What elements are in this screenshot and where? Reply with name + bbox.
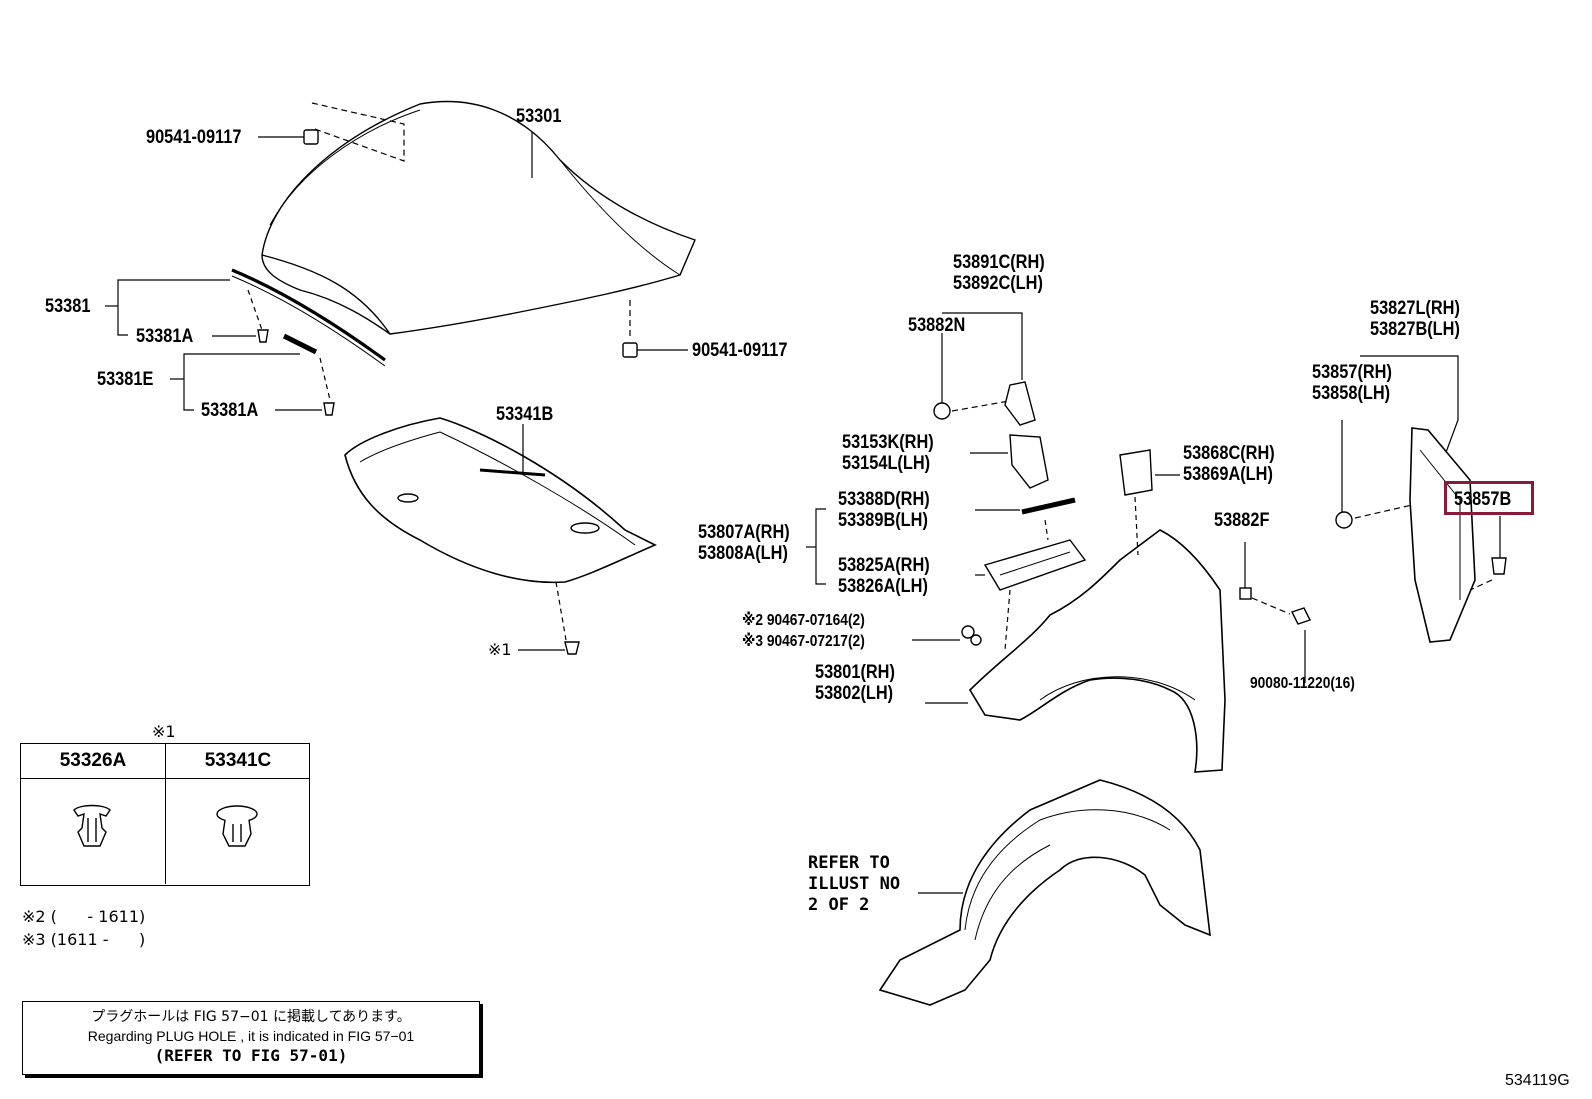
label-seal-clip-a2: 53381A	[201, 400, 259, 421]
label-lh-826: 53826A(LH)	[838, 576, 928, 597]
hood-insulator[interactable]	[344, 417, 657, 584]
hood-cushion-right-icon[interactable]	[622, 342, 638, 358]
figure-id: 534119G	[1505, 1072, 1570, 1089]
clip-53341c-icon	[216, 805, 258, 847]
seal-clip-upper-icon[interactable]	[257, 329, 269, 343]
clip-col-header: 53326A	[21, 744, 165, 779]
label-hood-cushion-top: 90541-09117	[146, 127, 242, 148]
seal-857-clip-icon[interactable]	[1335, 511, 1353, 529]
label-bolt3: ※3 90467-07217(2)	[742, 633, 865, 650]
clip-882n-icon[interactable]	[933, 402, 951, 420]
label-rh-807: 53807A(RH)	[698, 522, 790, 543]
label-rh-825: 53825A(RH)	[838, 555, 930, 576]
clip-53326a-icon	[73, 804, 111, 847]
hood-seal-strip[interactable]	[231, 268, 386, 367]
clip-table: 53326A 53341C	[20, 743, 310, 886]
label-seal-857-rh: 53857(RH)	[1312, 362, 1392, 383]
label-fender-lh: 53802(LH)	[815, 683, 894, 704]
seal-e-strip[interactable]	[282, 333, 318, 355]
label-refer-3: 2 OF 2	[808, 895, 870, 915]
clip-col-53341c[interactable]: 53341C	[166, 744, 310, 884]
label-hood-cushion-right: 90541-09117	[692, 340, 788, 361]
label-bracket-l-lh: 53154L(LH)	[842, 453, 931, 474]
label-cushion-c-rh: 53868C(RH)	[1183, 443, 1275, 464]
note-line-ref[interactable]: (REFER TO FIG 57-01)	[154, 1046, 348, 1065]
label-clip-882n: 53882N	[908, 315, 966, 336]
seal-clip-lower-icon[interactable]	[323, 402, 335, 416]
label-seal-c-lh: 53892C(LH)	[953, 273, 1043, 294]
label-refer-2: ILLUST NO	[808, 874, 901, 894]
label-seal-b-lh: 53389B(LH)	[838, 510, 928, 531]
label-hood: 53301	[516, 106, 562, 127]
label-seal-c-rh: 53891C(RH)	[953, 252, 1045, 273]
label-seal-858-lh: 53858(LH)	[1312, 383, 1391, 404]
hood-cushion-top-icon[interactable]	[303, 129, 319, 145]
label-protector-l-rh: 53827L(RH)	[1370, 298, 1460, 319]
insulator-clip-icon[interactable]	[564, 641, 580, 655]
label-protector-b-lh: 53827B(LH)	[1370, 319, 1460, 340]
footnote-2: ※2 ( - 1611)	[22, 907, 146, 926]
footnote-3: ※3 (1611 - )	[22, 930, 146, 949]
front-fender[interactable]	[968, 529, 1226, 773]
note-line-en: Regarding PLUG HOLE , it is indicated in…	[87, 1028, 415, 1044]
clip-882f-icon[interactable]	[1239, 587, 1252, 600]
fender-bracket-825[interactable]	[983, 539, 1087, 591]
clip-857b-icon[interactable]	[1491, 557, 1507, 575]
bolt-90467-icon[interactable]	[961, 625, 982, 646]
seal-d-strip[interactable]	[1021, 497, 1076, 515]
bolt-90080-icon[interactable]	[1291, 607, 1311, 625]
plug-hole-note: プラグホールは FIG 57−01 に掲載してあります。 Regarding P…	[22, 1001, 480, 1075]
clip-col-53326a[interactable]: 53326A	[21, 744, 166, 884]
fender-cushion-868[interactable]	[1119, 449, 1153, 496]
fender-protector[interactable]	[1409, 427, 1476, 643]
clip-table-title: ※1	[152, 722, 176, 741]
label-seal-d-rh: 53388D(RH)	[838, 489, 930, 510]
label-clip-882f: 53882F	[1214, 510, 1270, 531]
label-refer-1: REFER TO	[808, 853, 890, 873]
seal-c-bracket[interactable]	[1004, 381, 1036, 426]
label-bolt2: ※2 90467-07164(2)	[742, 612, 865, 629]
label-insulator: 53341B	[496, 404, 554, 425]
highlighted-part-53857b[interactable]: 53857B	[1444, 481, 1534, 515]
label-fender-rh: 53801(RH)	[815, 662, 895, 683]
label-cushion-a-lh: 53869A(LH)	[1183, 464, 1273, 485]
label-seal-main: 53381	[45, 296, 91, 317]
bracket-kl-part[interactable]	[1009, 434, 1049, 489]
highlight-label: 53857B	[1454, 489, 1512, 510]
label-seal-clip-a1: 53381A	[136, 326, 194, 347]
clip-col-header: 53341C	[166, 744, 310, 779]
label-clip-ref1: ※1	[488, 640, 512, 659]
label-bracket-k-rh: 53153K(RH)	[842, 432, 934, 453]
label-bolt-11220: 90080-11220(16)	[1250, 675, 1355, 692]
label-seal-e: 53381E	[97, 369, 154, 390]
hood-panel[interactable]	[261, 100, 696, 335]
fender-liner[interactable]	[878, 779, 1211, 1006]
note-line-jp: プラグホールは FIG 57−01 に掲載してあります。	[91, 1009, 411, 1025]
label-lh-808: 53808A(LH)	[698, 543, 788, 564]
